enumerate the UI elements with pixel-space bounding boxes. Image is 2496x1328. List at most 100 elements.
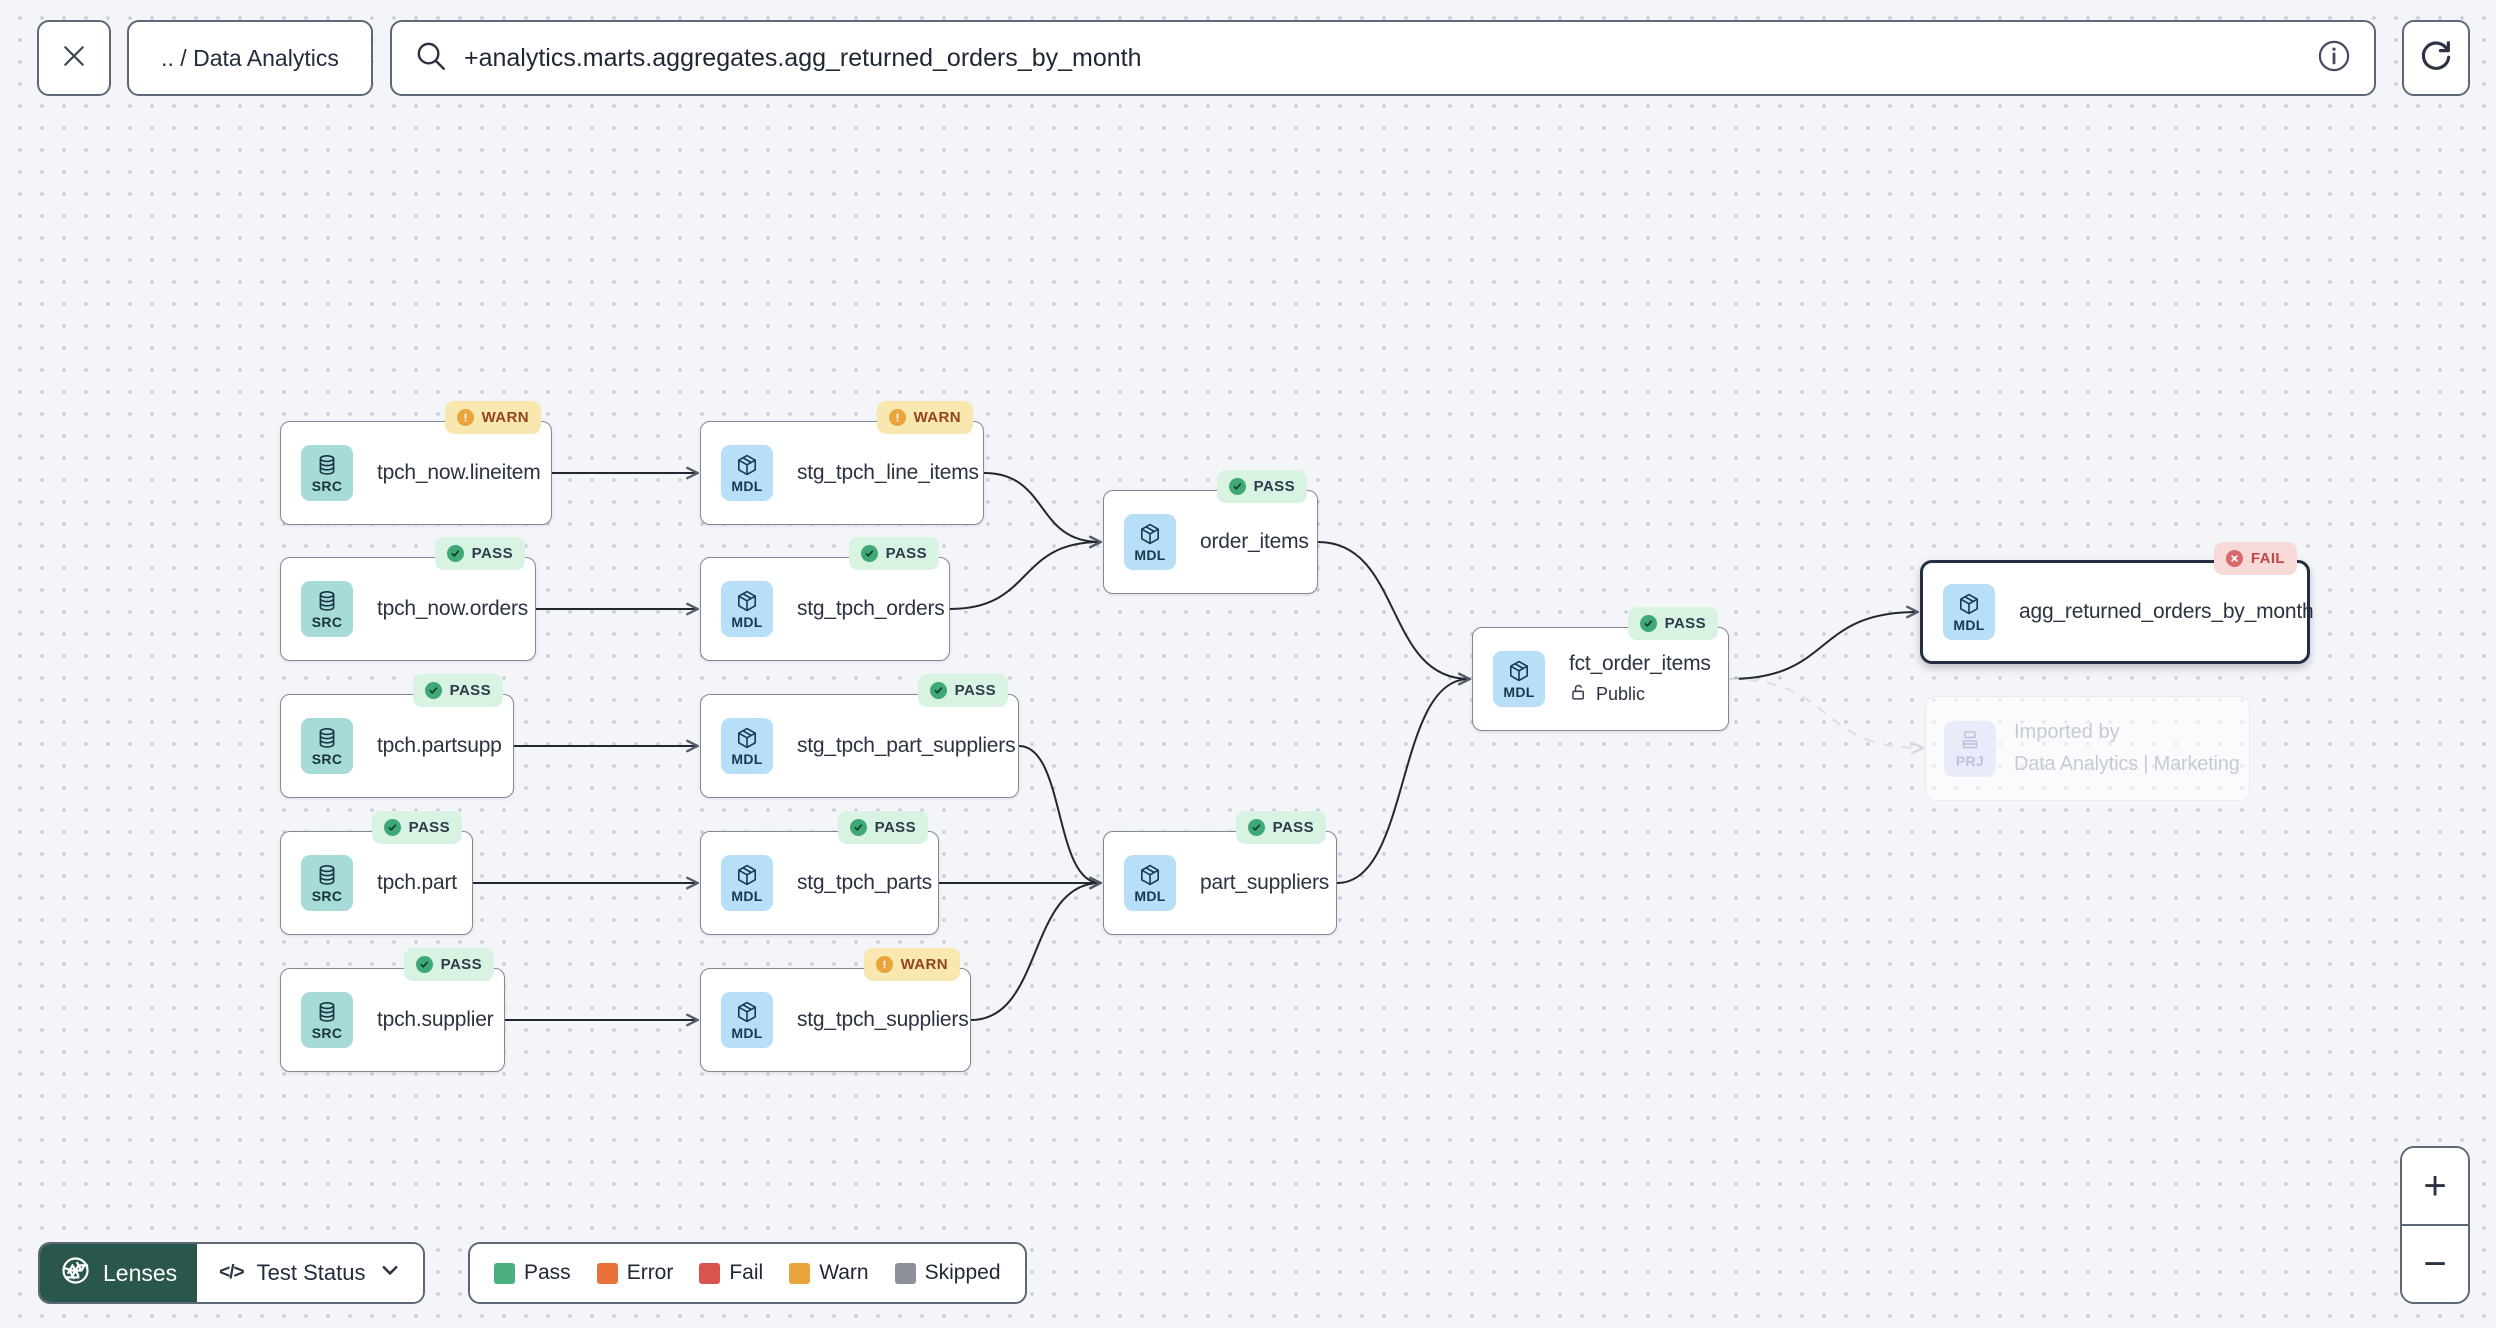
- node-kind-label: MDL: [1134, 546, 1166, 563]
- model-icon: MDL: [721, 445, 773, 501]
- check-circle-icon: [424, 682, 442, 699]
- model-icon: MDL: [1943, 584, 1995, 640]
- status-badge-warn: WARN: [863, 948, 960, 981]
- node-text: tpch.part: [377, 871, 457, 895]
- lenses-control: Lenses </> Test Status: [38, 1242, 425, 1304]
- status-badge-label: PASS: [471, 545, 513, 562]
- node-agg_returned_orders_by_month[interactable]: FAIL MDL agg_returned_orders_by_month: [1920, 542, 2314, 664]
- status-badge-label: PASS: [1272, 819, 1314, 836]
- node-kind-label: PRJ: [1955, 753, 1985, 769]
- node-kind-label: MDL: [1134, 887, 1166, 904]
- node-text: order_items: [1200, 530, 1309, 554]
- node-title: tpch.part: [377, 871, 457, 894]
- legend-item-pass: Pass: [494, 1261, 571, 1285]
- node-title: tpch_now.lineitem: [377, 461, 541, 484]
- node-title: stg_tpch_line_items: [797, 461, 979, 484]
- node-order_items[interactable]: PASS MDL order_items: [1103, 470, 1318, 594]
- legend-item-fail: Fail: [699, 1261, 763, 1285]
- node-kind-label: MDL: [731, 477, 763, 494]
- model-icon: MDL: [721, 581, 773, 637]
- node-tpch_supplier[interactable]: PASS SRC tpch.supplier: [280, 948, 505, 1072]
- node-kind-label: SRC: [311, 1024, 343, 1041]
- edge-12: [1728, 612, 1917, 680]
- node-stg_tpch_line_items[interactable]: WARN MDL stg_tpch_line_items: [700, 401, 984, 525]
- aperture-icon: [60, 1255, 91, 1292]
- zoom-in-button[interactable]: +: [2402, 1148, 2468, 1224]
- status-badge-pass: PASS: [403, 948, 494, 981]
- check-circle-icon: [383, 819, 401, 836]
- node-stg_tpch_parts[interactable]: PASS MDL stg_tpch_parts: [700, 811, 939, 935]
- node-title: agg_returned_orders_by_month: [2019, 600, 2314, 623]
- source-icon: SRC: [301, 445, 353, 501]
- node-title: Imported by: [2014, 721, 2120, 743]
- refresh-button[interactable]: [2402, 20, 2470, 96]
- unlock-icon: [1569, 683, 1588, 707]
- status-badge-label: PASS: [885, 545, 927, 562]
- node-text: tpch.supplier: [377, 1008, 494, 1032]
- legend-swatch-icon: [789, 1262, 811, 1284]
- status-badge-pass: PASS: [837, 811, 928, 844]
- exclamation-circle-icon: [875, 956, 893, 973]
- search-input[interactable]: [464, 43, 2300, 73]
- node-access-label: Public: [1596, 684, 1646, 704]
- edge-13: [1728, 678, 1922, 748]
- source-icon: SRC: [301, 855, 353, 911]
- lens-selected-label: Test Status: [256, 1260, 366, 1285]
- search-icon: [414, 39, 448, 78]
- status-badge-label: PASS: [1253, 478, 1295, 495]
- model-icon: MDL: [721, 855, 773, 911]
- status-badge-fail: FAIL: [2213, 542, 2297, 575]
- lenses-button[interactable]: Lenses: [40, 1244, 198, 1302]
- edge-10: [1317, 541, 1469, 679]
- node-text: stg_tpch_parts: [797, 871, 932, 895]
- status-badge-pass: PASS: [1216, 470, 1307, 503]
- legend-label: Pass: [524, 1261, 571, 1284]
- source-icon: SRC: [301, 718, 353, 774]
- node-text: stg_tpch_line_items: [797, 461, 979, 485]
- x-circle-icon: [2225, 550, 2243, 567]
- model-icon: MDL: [1493, 651, 1545, 707]
- status-badge-label: FAIL: [2250, 550, 2285, 567]
- node-text: part_suppliers: [1200, 871, 1329, 895]
- node-part_suppliers[interactable]: PASS MDL part_suppliers: [1103, 811, 1337, 935]
- legend-swatch-icon: [699, 1262, 721, 1284]
- model-icon: MDL: [1124, 514, 1176, 570]
- node-text: stg_tpch_suppliers: [797, 1008, 969, 1032]
- node-text: agg_returned_orders_by_month: [2019, 600, 2314, 624]
- source-icon: SRC: [301, 581, 353, 637]
- check-circle-icon: [1247, 819, 1265, 836]
- node-tpch_now_lineitem[interactable]: WARN SRC tpch_now.lineitem: [280, 401, 552, 525]
- zoom-out-button[interactable]: −: [2402, 1226, 2468, 1302]
- lens-selector[interactable]: </> Test Status: [197, 1244, 423, 1302]
- close-button[interactable]: [37, 20, 111, 96]
- status-badge-label: WARN: [913, 409, 961, 426]
- node-kind-label: SRC: [311, 477, 343, 494]
- exclamation-circle-icon: [888, 409, 906, 426]
- legend-swatch-icon: [596, 1262, 618, 1284]
- node-tpch_now_orders[interactable]: PASS SRC tpch_now.orders: [280, 537, 536, 661]
- legend-label: Fail: [729, 1261, 764, 1284]
- status-badge-label: WARN: [481, 409, 529, 426]
- edge-9: [970, 883, 1100, 1021]
- edge-11: [1336, 679, 1469, 884]
- node-text: tpch.partsupp: [377, 734, 502, 758]
- model-icon: MDL: [721, 718, 773, 774]
- node-text: tpch_now.orders: [377, 597, 528, 621]
- status-badge-pass: PASS: [434, 537, 525, 570]
- breadcrumb[interactable]: .. / Data Analytics: [127, 20, 373, 96]
- node-title: tpch.supplier: [377, 1008, 494, 1031]
- check-circle-icon: [860, 545, 878, 562]
- legend-label: Error: [626, 1261, 674, 1284]
- node-title: part_suppliers: [1200, 871, 1330, 894]
- info-icon[interactable]: [2316, 38, 2352, 79]
